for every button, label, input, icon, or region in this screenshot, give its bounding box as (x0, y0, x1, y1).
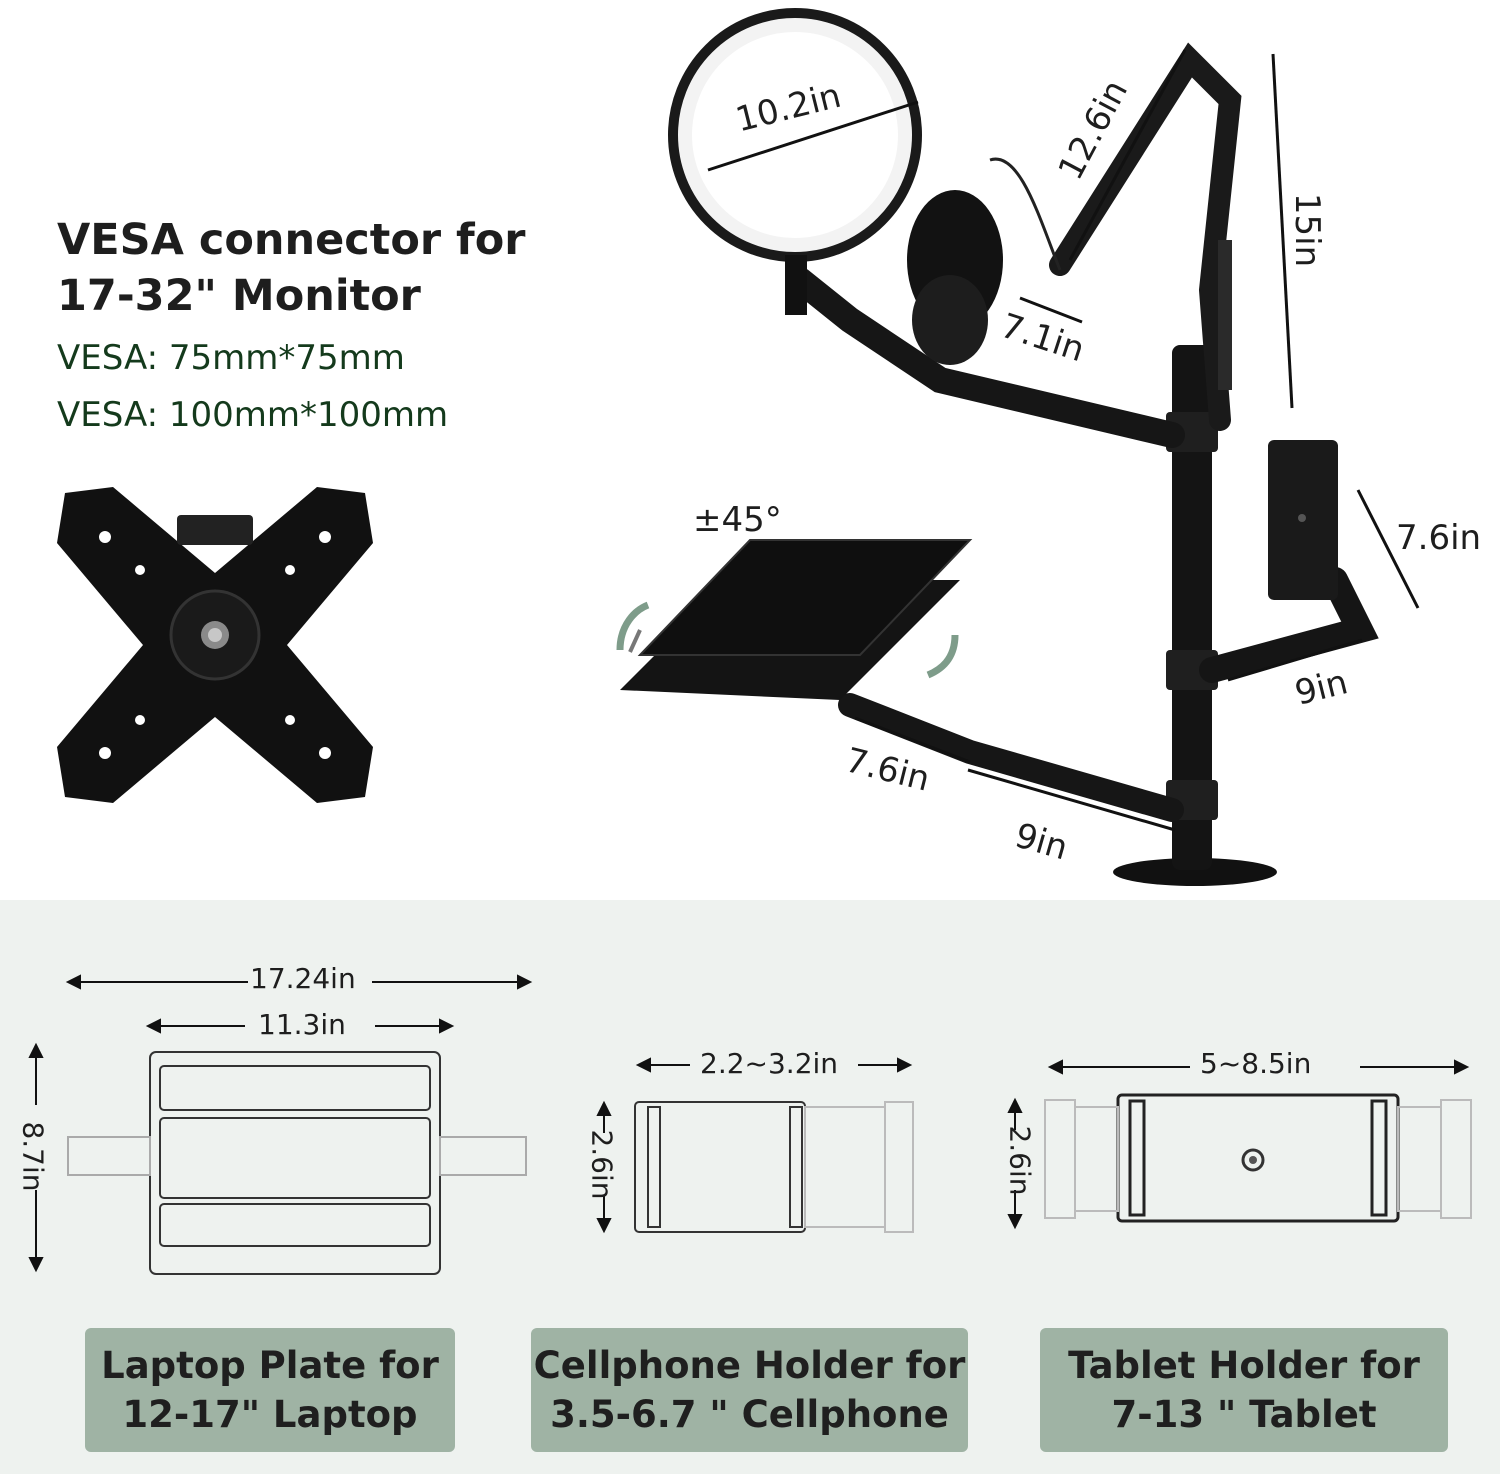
vesa-heading: VESA connector for 17-32" Monitor (57, 212, 526, 324)
laptop-plate-label-line2: 12-17" Laptop (122, 1393, 418, 1436)
laptop-plate-diagram (28, 974, 533, 1275)
product-overview-panel (0, 0, 1500, 900)
cellphone-holder-label: Cellphone Holder for 3.5-6.7 " Cellphone (531, 1328, 968, 1452)
laptop-inner-width-label: 11.3in (258, 1008, 346, 1041)
tablet-holder-diagram (1007, 1059, 1472, 1230)
vesa-spec-75: VESA: 75mm*75mm (57, 338, 405, 378)
tablet-arm-upper-label: 7.6in (1396, 518, 1482, 558)
tablet-holder-label: Tablet Holder for 7-13 " Tablet (1040, 1328, 1448, 1452)
tablet-holder-label-line1: Tablet Holder for (1068, 1344, 1420, 1387)
cellphone-height-label: 2.6in (585, 1129, 619, 1200)
laptop-outer-width-label: 17.24in (250, 962, 356, 995)
laptop-depth-label: 8.7in (16, 1121, 50, 1192)
desk-arm-illustration (616, 8, 1420, 886)
vesa-spec-100: VESA: 100mm*100mm (57, 395, 449, 435)
tilt-label: ±45° (693, 500, 782, 540)
laptop-plate-label: Laptop Plate for 12-17" Laptop (85, 1328, 455, 1452)
vesa-heading-line1: VESA connector for (57, 215, 526, 265)
cellphone-holder-diagram (596, 1057, 914, 1234)
cellphone-holder-label-line2: 3.5-6.7 " Cellphone (550, 1393, 949, 1436)
tablet-height-label: 2.6in (1003, 1125, 1037, 1196)
pole-height-label: 15in (1287, 192, 1328, 268)
tablet-width-label: 5~8.5in (1200, 1047, 1312, 1080)
cellphone-holder-label-line1: Cellphone Holder for (533, 1344, 966, 1387)
vesa-heading-line2: 17-32" Monitor (57, 271, 421, 321)
tablet-holder-label-line2: 7-13 " Tablet (1111, 1393, 1377, 1436)
laptop-plate-label-line1: Laptop Plate for (101, 1344, 439, 1387)
vesa-plate-image (57, 487, 373, 803)
cellphone-width-label: 2.2~3.2in (700, 1047, 839, 1080)
